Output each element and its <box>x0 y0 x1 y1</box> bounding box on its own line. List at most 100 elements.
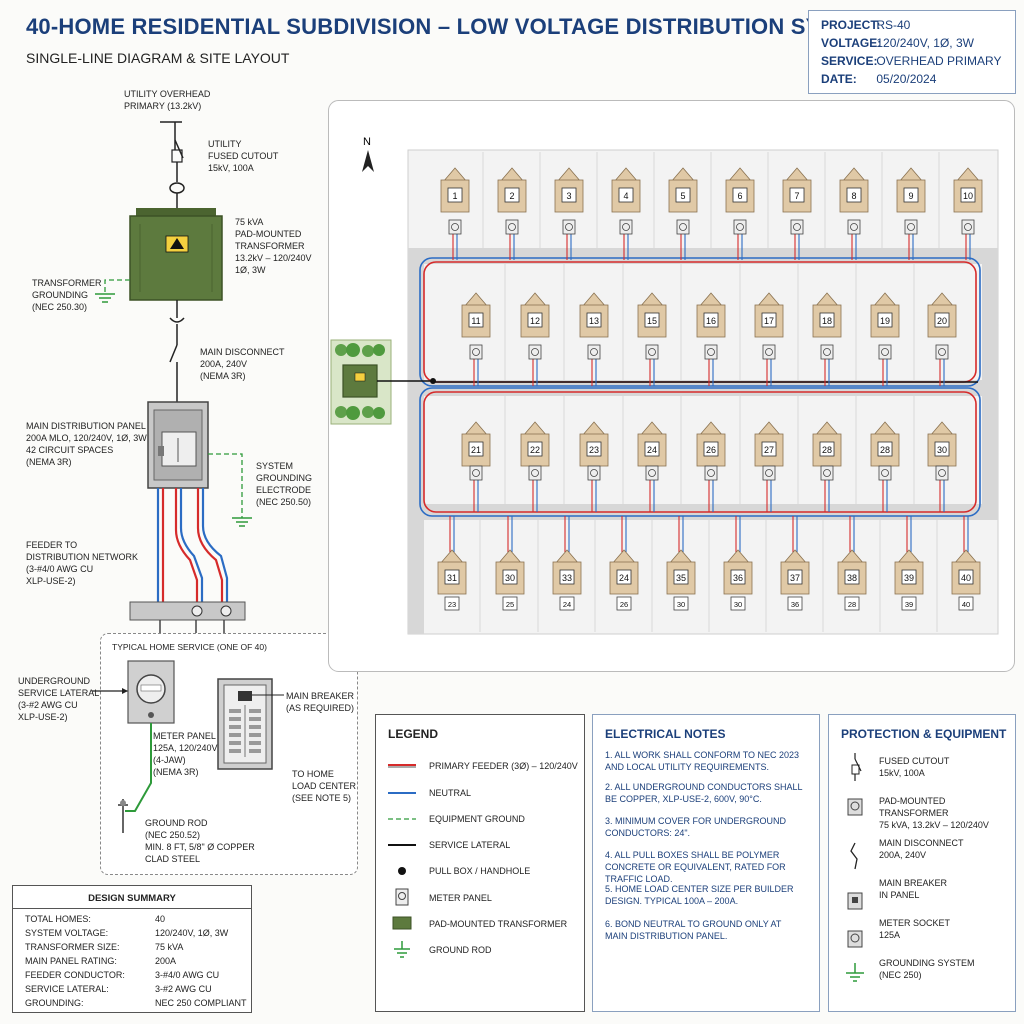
voltage-row: VOLTAGE: 120/240V, 1Ø, 3W <box>821 36 974 50</box>
meter-tag-label: 40 <box>962 600 970 609</box>
meter-row1 <box>448 219 462 235</box>
summary-value: 75 kVA <box>155 942 184 952</box>
fused-cutout-icon <box>171 139 184 163</box>
meter-tag-row4: 39 <box>901 596 917 611</box>
notes-title: ELECTRICAL NOTES <box>605 727 726 741</box>
main-disconnect-label: MAIN DISCONNECT 200A, 240V (NEMA 3R) <box>200 347 285 381</box>
legend-service-lateral: SERVICE LATERAL <box>429 840 511 850</box>
meter-row1 <box>619 219 633 235</box>
lot-number: 31 <box>447 573 457 583</box>
lot-number: 40 <box>961 573 971 583</box>
meter-tag-row4: 23 <box>444 596 460 611</box>
legend-pull-box: PULL BOX / HANDHOLE <box>429 866 531 876</box>
summary-key: GROUNDING: <box>25 998 84 1008</box>
meter-row3 <box>935 465 949 481</box>
protection-panel: PROTECTION & EQUIPMENT FUSED CUTOUT 15kV… <box>828 714 1016 1012</box>
lot-number: 3 <box>566 191 571 201</box>
single-line-diagram <box>95 121 252 635</box>
prot-grounding: GROUNDING SYSTEM (NEC 250) <box>879 958 975 980</box>
feeder-loop-2 <box>423 391 977 513</box>
typical-home-title: TYPICAL HOME SERVICE (ONE OF 40) <box>112 642 267 652</box>
house-row4: 35 <box>666 549 696 595</box>
neutral-loop-1 <box>419 257 981 387</box>
summary-key: TOTAL HOMES: <box>25 914 91 924</box>
lot-number: 16 <box>706 316 716 326</box>
feeder-conductors <box>156 488 229 605</box>
meter-row2 <box>704 344 718 360</box>
main-panel-icon <box>147 401 209 489</box>
page-subtitle: SINGLE-LINE DIAGRAM & SITE LAYOUT <box>26 50 290 66</box>
meter-tag-label: 26 <box>620 600 628 609</box>
meter-row3 <box>645 465 659 481</box>
house-row4: 30 <box>495 549 525 595</box>
lot-number: 35 <box>676 573 686 583</box>
house-row1: 8 <box>839 167 869 213</box>
meter-row3 <box>469 465 483 481</box>
meter-row3 <box>878 465 892 481</box>
meter-tag-label: 23 <box>448 600 456 609</box>
lot-number: 24 <box>647 445 657 455</box>
lot-number: 2 <box>509 191 514 201</box>
load-center-icon <box>217 678 273 770</box>
meter-row2 <box>645 344 659 360</box>
lot-number: 39 <box>904 573 914 583</box>
house-row1: 5 <box>668 167 698 213</box>
utility-primary-label: UTILITY OVERHEAD PRIMARY (13.2kV) <box>124 89 211 111</box>
protection-title: PROTECTION & EQUIPMENT <box>841 727 1007 741</box>
meter-row3 <box>587 465 601 481</box>
lot-number: 37 <box>790 573 800 583</box>
electrical-notes-panel: ELECTRICAL NOTES 1. ALL WORK SHALL CONFO… <box>592 714 820 1012</box>
lot-number: 36 <box>733 573 743 583</box>
meter-tag-label: 36 <box>791 600 799 609</box>
lot-number: 4 <box>623 191 628 201</box>
ground-rod-label: GROUND ROD (NEC 250.52) MIN. 8 FT, 5/8" … <box>145 818 255 864</box>
lot-number: 28 <box>822 445 832 455</box>
meter-row1 <box>733 219 747 235</box>
house-row1: 6 <box>725 167 755 213</box>
house-row1: 2 <box>497 167 527 213</box>
page-title: 40-HOME RESIDENTIAL SUBDIVISION – LOW VO… <box>26 14 883 39</box>
service-lateral-label: UNDERGROUND SERVICE LATERAL (3-#2 AWG CU… <box>18 676 100 722</box>
north-label: N <box>363 136 371 148</box>
lot-number: 20 <box>937 316 947 326</box>
legend-transformer: PAD-MOUNTED TRANSFORMER <box>429 919 568 929</box>
legend-panel: LEGEND PRIMARY FEEDER (3Ø) – 120/240V NE… <box>375 714 585 1012</box>
meter-tag-row4: 24 <box>559 596 575 611</box>
summary-value: 120/240V, 1Ø, 3W <box>155 928 229 938</box>
meter-tag-row4: 30 <box>730 596 746 611</box>
lot-number: 15 <box>647 316 657 326</box>
meter-tag-row4: 40 <box>958 596 974 611</box>
meter-tag-label: 30 <box>677 600 685 609</box>
meter-row1 <box>562 219 576 235</box>
legend-equipment-ground: EQUIPMENT GROUND <box>429 814 525 824</box>
house-row4: 38 <box>837 549 867 595</box>
lot-number: 24 <box>619 573 629 583</box>
road-west <box>408 248 424 634</box>
meter-tag-row4: 28 <box>844 596 860 611</box>
meter-row2 <box>820 344 834 360</box>
ground-rod-icon <box>118 799 128 833</box>
fused-cutout-label: UTILITY FUSED CUTOUT 15kV, 100A <box>208 139 279 173</box>
meter-tag-label: 30 <box>734 600 742 609</box>
note-4: 4. ALL PULL BOXES SHALL BE POLYMER CONCR… <box>605 850 786 884</box>
lot-number: 19 <box>880 316 890 326</box>
house-row2: 18 <box>812 292 842 338</box>
lot-number: 28 <box>880 445 890 455</box>
typical-home-svg <box>92 660 284 833</box>
note-1: 1. ALL WORK SHALL CONFORM TO NEC 2023 AN… <box>605 750 800 772</box>
date-row: DATE: 05/20/2024 <box>821 72 937 86</box>
house-row2: 15 <box>637 292 667 338</box>
summary-value: 3-#2 AWG CU <box>155 984 212 994</box>
neutral-loop-2 <box>419 387 981 517</box>
legend-meter-panel: METER PANEL <box>429 893 492 903</box>
service-row: SERVICE: OVERHEAD PRIMARY <box>821 54 1002 68</box>
summary-key: FEEDER CONDUCTOR: <box>25 970 125 980</box>
meter-row2 <box>528 344 542 360</box>
house-row4: 37 <box>780 549 810 595</box>
house-row1: 10 <box>953 167 983 213</box>
house-row2: 12 <box>520 292 550 338</box>
lot-number: 9 <box>908 191 913 201</box>
road-north <box>408 248 998 264</box>
lot-number: 26 <box>706 445 716 455</box>
